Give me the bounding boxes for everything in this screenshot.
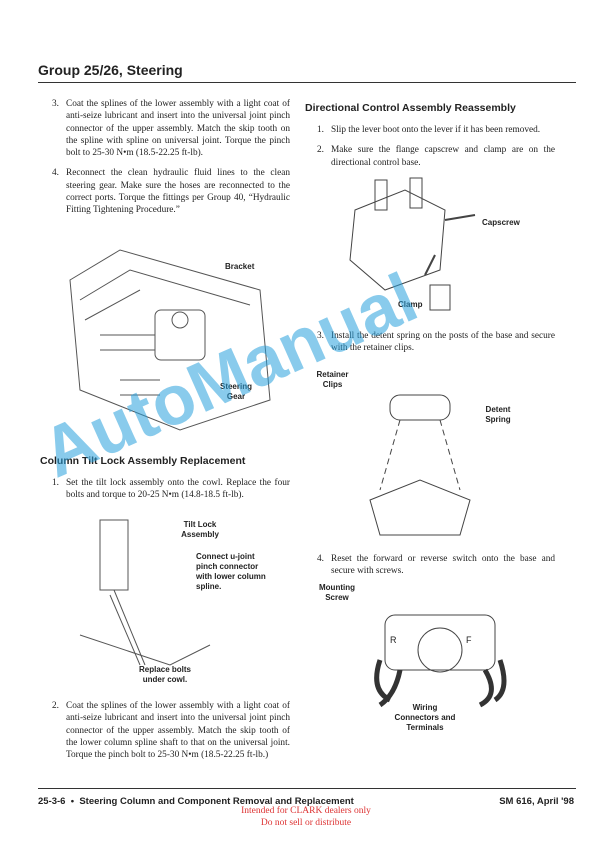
directional-step-3: 3. Install the detent spring on the posts… (317, 330, 555, 363)
header-rule (38, 82, 576, 83)
left-top-steps: 3. Coat the splines of the lower assembly… (52, 98, 290, 225)
section-title-tilt-lock: Column Tilt Lock Assembly Replacement (40, 455, 246, 467)
label-wiring: Wiring Connectors and Terminals (394, 703, 456, 732)
label-clamp: Clamp (398, 300, 423, 309)
footer-rule (38, 788, 576, 789)
dealer-notice: Intended for CLARK dealers only (241, 806, 371, 816)
section-title-directional: Directional Control Assembly Reassembly (305, 102, 516, 114)
footer-right: SM 616, April '98 (499, 796, 574, 807)
step-number: 2. (317, 145, 324, 156)
label-bracket: Bracket (225, 262, 255, 271)
label-replace-bolts: Replace bolts under cowl. (138, 665, 191, 684)
footer-left: 25-3-6 • Steering Column and Component R… (38, 796, 354, 807)
tilt-step-2: 2. Coat the splines of the lower assembly… (52, 700, 290, 769)
step-number: 1. (52, 478, 59, 488)
label-capscrew: Capscrew (482, 218, 520, 227)
detent-spring-figure (369, 394, 471, 536)
step-3: 3. Coat the splines of the lower assembly… (52, 98, 290, 159)
step-number: 4. (52, 168, 59, 179)
directional-steps: 1. Slip the lever boot onto the lever if … (317, 124, 555, 177)
step-text: Make sure the flange capscrew and clamp … (331, 145, 555, 168)
label-connect: Connect u-joint pinch connector with low… (196, 552, 266, 591)
steering-gear-figure (69, 249, 271, 431)
label-retainer-clips: Retainer Clips (316, 370, 349, 389)
step-number: 2. (52, 701, 59, 711)
step-text: Slip the lever boot onto the lever if it… (331, 125, 541, 135)
label-tilt-lock: Tilt Lock Assembly (181, 520, 219, 539)
directional-step-4: 4. Reset the forward or reverse switch on… (317, 553, 555, 586)
page-header: Group 25/26, Steering (38, 62, 183, 78)
tilt-lock-figure (79, 519, 211, 666)
label-r: R (390, 635, 397, 645)
step-number: 3. (52, 99, 59, 109)
label-mounting-screw: Mounting Screw (319, 583, 355, 602)
tilt-step-1: 1. Set the tilt lock assembly onto the co… (52, 477, 290, 510)
step-text: Coat the splines of the lower assembly w… (66, 99, 290, 159)
step-4: 4. Reconnect the clean hydraulic fluid li… (52, 167, 290, 216)
distribution-notice: Do not sell or distribute (260, 818, 352, 828)
label-detent-spring: Detent Spring (485, 405, 511, 424)
directional-base-figure (349, 177, 476, 311)
step-text: Reconnect the clean hydraulic fluid line… (66, 168, 290, 216)
step-text: Set the tilt lock assembly onto the cowl… (66, 478, 290, 501)
step-text: Coat the splines of the lower assembly w… (66, 701, 290, 761)
switch-figure (374, 614, 507, 708)
step-text: Reset the forward or reverse switch onto… (331, 554, 555, 577)
label-f: F (466, 635, 472, 645)
label-steering-gear: Steering Gear (219, 382, 252, 401)
step-number: 3. (317, 331, 324, 341)
step-text: Install the detent spring on the posts o… (331, 331, 555, 354)
step-number: 4. (317, 554, 324, 564)
step-number: 1. (317, 125, 324, 135)
